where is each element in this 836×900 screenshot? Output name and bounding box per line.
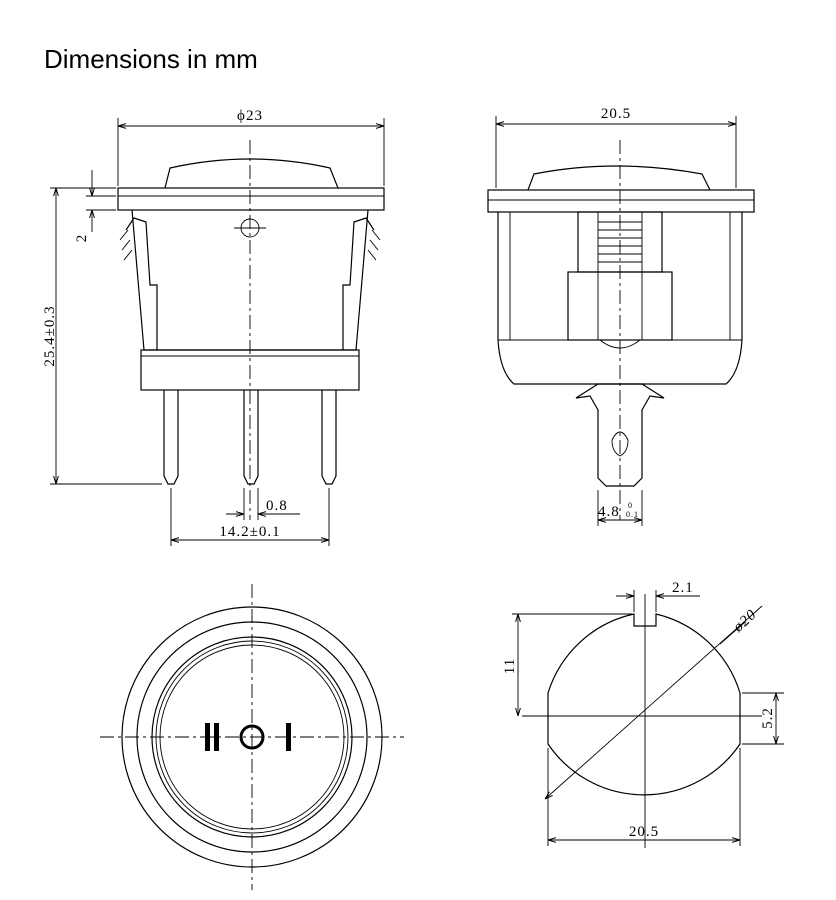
terminal-tolerance-upper: 0 bbox=[628, 501, 633, 510]
switch-symbols bbox=[205, 723, 291, 751]
cutout-flat-label: 5.2 bbox=[760, 707, 776, 729]
front-view: ϕ23 25.4±0.3 2 0.8 14.2±0.1 bbox=[42, 108, 385, 546]
pin-thickness-label: 0.8 bbox=[266, 498, 288, 514]
page-title: Dimensions in mm bbox=[44, 44, 258, 74]
terminal-width-label: 4.8 bbox=[598, 504, 620, 520]
front-flange-label: 2 bbox=[74, 234, 90, 243]
front-height-label: 25.4±0.3 bbox=[42, 305, 58, 366]
cutout-height-label: 11 bbox=[502, 658, 518, 674]
side-view: 20.5 4.8 0 0.1 bbox=[487, 106, 755, 526]
panel-cutout: ø20 2.1 11 5.2 20.5 bbox=[502, 580, 784, 848]
front-width-label: ϕ23 bbox=[237, 108, 263, 124]
side-width-label: 20.5 bbox=[601, 106, 631, 122]
key-width-label: 2.1 bbox=[672, 580, 694, 596]
pin-spacing-label: 14.2±0.1 bbox=[219, 524, 280, 540]
top-view bbox=[100, 584, 404, 890]
terminal-tolerance-lower: 0.1 bbox=[626, 510, 639, 519]
cutout-width-label: 20.5 bbox=[629, 824, 659, 840]
